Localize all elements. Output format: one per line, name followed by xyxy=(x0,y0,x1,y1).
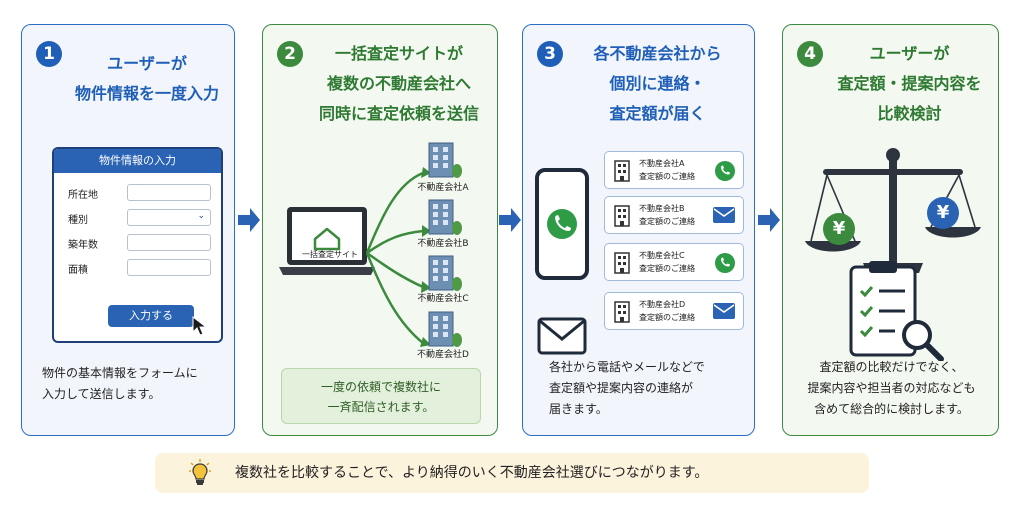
step-3-title: 各不動産会社から 個別に連絡・ 査定額が届く xyxy=(593,44,722,123)
building-icon xyxy=(614,301,630,323)
cursor-icon xyxy=(192,316,208,336)
contact-note: 査定額のご連絡 xyxy=(639,313,695,322)
building-icon xyxy=(614,160,630,182)
contact-note: 査定額のご連絡 xyxy=(639,172,695,181)
building-icon xyxy=(428,311,462,347)
step-2-title: 一括査定サイトが 複数の不動産会社へ 同時に査定依頼を送信 xyxy=(318,44,479,123)
step-4-panel: 4 ユーザーが 査定額・提案内容を 比較検討 ¥ ¥ 査定額の比較だけでなく、 … xyxy=(782,24,999,436)
step-4-number: 4 xyxy=(797,41,823,67)
step-2-number: 2 xyxy=(277,41,303,67)
contact-card: 不動産会社B 査定額のご連絡 xyxy=(604,196,744,234)
step-1-description: 物件の基本情報をフォームに 入力して送信します。 xyxy=(42,366,198,401)
building-icon xyxy=(428,142,462,178)
building-icon xyxy=(428,199,462,235)
laptop-icon xyxy=(279,207,375,275)
summary-banner: 複数社を比較することで、より納得のいく不動産会社選びにつながります。 xyxy=(155,453,869,493)
broadcast-arrows xyxy=(365,167,431,347)
step-1-number: 1 xyxy=(36,41,62,67)
step-4-title: ユーザーが 査定額・提案内容を 比較検討 xyxy=(837,44,982,123)
area-input[interactable] xyxy=(127,259,211,276)
type-select[interactable]: ⌄ xyxy=(127,209,211,226)
step-3-description: 各社から電話やメールなどで 査定額や提案内容の連絡が 届きます。 xyxy=(549,360,705,416)
chevron-down-icon: ⌄ xyxy=(197,211,205,221)
phone-icon xyxy=(715,161,735,181)
clipboard-checklist-icon xyxy=(849,261,944,361)
contact-note: 査定額のご連絡 xyxy=(639,264,695,273)
step-3-panel: 3 各不動産会社から 個別に連絡・ 査定額が届く 不動産会社A 査定額のご連絡 … xyxy=(522,24,755,436)
step-3-number: 3 xyxy=(537,41,563,67)
step-1-panel: 1 ユーザーが 物件情報を一度入力 物件情報の入力 所在地 種別 ⌄ 築年数 面… xyxy=(21,24,235,436)
location-input[interactable] xyxy=(127,184,211,201)
contact-company: 不動産会社D xyxy=(639,300,686,309)
form-title: 物件情報の入力 xyxy=(54,149,221,173)
company-label: 不動産会社D xyxy=(417,350,469,360)
company-label: 不動産会社A xyxy=(417,183,469,193)
smartphone-icon xyxy=(535,168,589,280)
step-2-panel: 2 一括査定サイトが 複数の不動産会社へ 同時に査定依頼を送信 一括査定サイト … xyxy=(262,24,498,436)
mail-icon xyxy=(537,317,587,355)
form-field-label-location: 所在地 xyxy=(68,190,98,201)
building-icon xyxy=(614,205,630,227)
yen-coin-icon: ¥ xyxy=(927,197,959,229)
form-field-label-age: 築年数 xyxy=(68,240,98,251)
building-icon xyxy=(614,252,630,274)
contact-company: 不動産会社C xyxy=(639,251,685,260)
broadcast-callout: 一度の依頼で複数社に 一斉配信されます。 xyxy=(281,368,481,424)
company-label: 不動産会社C xyxy=(417,294,469,304)
property-form: 物件情報の入力 所在地 種別 ⌄ 築年数 面積 入力する xyxy=(52,147,223,343)
arrow-right-icon xyxy=(499,208,521,232)
contact-card: 不動産会社D 査定額のご連絡 xyxy=(604,292,744,330)
step-1-title: ユーザーが 物件情報を一度入力 xyxy=(74,54,219,103)
lightbulb-icon xyxy=(189,459,211,485)
form-field-label-area: 面積 xyxy=(68,265,88,276)
form-field-label-type: 種別 xyxy=(68,215,88,226)
arrow-right-icon xyxy=(238,208,260,232)
contact-card: 不動産会社C 査定額のご連絡 xyxy=(604,243,744,281)
mail-icon xyxy=(713,207,735,223)
step-4-description: 査定額の比較だけでなく、 提案内容や担当者の対応なども 含めて総合的に検討します… xyxy=(807,360,976,416)
building-icon xyxy=(428,255,462,291)
company-label: 不動産会社B xyxy=(417,239,469,249)
yen-coin-icon: ¥ xyxy=(823,213,855,245)
age-input[interactable] xyxy=(127,234,211,251)
contact-note: 査定額のご連絡 xyxy=(639,217,695,226)
site-label: 一括査定サイト xyxy=(302,250,358,259)
contact-card: 不動産会社A 査定額のご連絡 xyxy=(604,151,744,189)
contact-company: 不動産会社B xyxy=(639,204,685,213)
mail-icon xyxy=(713,303,735,319)
submit-button[interactable]: 入力する xyxy=(108,305,194,327)
contact-company: 不動産会社A xyxy=(639,159,685,168)
phone-icon xyxy=(715,253,735,273)
summary-text: 複数社を比較することで、より納得のいく不動産会社選びにつながります。 xyxy=(235,465,709,481)
arrow-right-icon xyxy=(758,208,780,232)
